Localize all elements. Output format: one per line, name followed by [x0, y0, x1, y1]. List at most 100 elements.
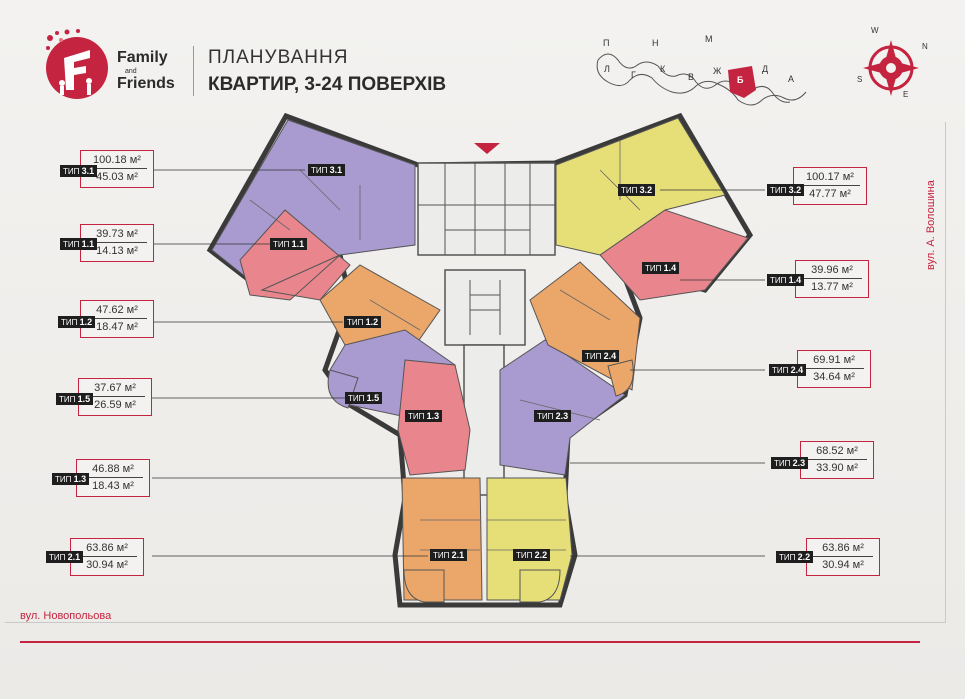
type-label: ТИП 2.1	[46, 551, 84, 563]
type-word: ТИП	[770, 276, 787, 285]
plan-type-number: 2.3	[555, 411, 569, 421]
total-area: 37.67 м²	[85, 382, 145, 397]
compass-letter: S	[857, 75, 862, 84]
living-area: 18.43 м²	[92, 480, 134, 492]
total-area: 63.86 м²	[77, 542, 137, 557]
plan-type-label: ТИП 1.2	[344, 316, 382, 328]
plan-type-word: ТИП	[621, 186, 638, 195]
plan-type-number: 3.2	[639, 185, 653, 195]
type-number: 2.1	[67, 552, 81, 562]
plan-type-label: ТИП 2.4	[582, 350, 620, 362]
type-word: ТИП	[774, 459, 791, 468]
compass-rose	[863, 40, 919, 96]
living-area: 14.13 м²	[96, 245, 138, 257]
type-number: 1.3	[73, 474, 87, 484]
section-letter: П	[603, 38, 609, 48]
street-name-bottom: вул. Новопольова	[20, 610, 112, 622]
plan-type-number: 2.2	[534, 550, 548, 560]
plan-type-word: ТИП	[347, 318, 364, 327]
leader-lines	[152, 169, 765, 557]
type-label: ТИП 3.1	[60, 165, 98, 177]
type-word: ТИП	[63, 167, 80, 176]
plan-type-number: 1.2	[365, 317, 379, 327]
area-box-type-2-2: 63.86 м² 30.94 м²	[806, 538, 880, 576]
bottom-accent-rule	[20, 641, 920, 643]
total-area: 100.18 м²	[87, 154, 147, 169]
total-area: 68.52 м²	[807, 445, 867, 460]
plan-type-label: ТИП 1.3	[405, 410, 443, 422]
plan-type-word: ТИП	[585, 352, 602, 361]
area-box-type-1-4: 39.96 м² 13.77 м²	[795, 260, 869, 298]
section-letter: В	[688, 72, 694, 82]
apartment-2-3-area	[499, 339, 626, 476]
plan-type-label: ТИП 3.1	[308, 164, 346, 176]
total-area: 63.86 м²	[813, 542, 873, 557]
type-word: ТИП	[770, 186, 787, 195]
plan-type-word: ТИП	[408, 412, 425, 421]
section-letter: К	[660, 64, 666, 74]
brand-line-3: Friends	[117, 75, 175, 92]
page-title-line-2: КВАРТИР, 3-24 ПОВЕРХІВ	[208, 74, 447, 95]
street-name-right: вул. А. Волошина	[925, 180, 937, 270]
total-area: 100.17 м²	[800, 171, 860, 186]
plan-type-label: ТИП 1.4	[642, 262, 680, 274]
type-word: ТИП	[59, 395, 76, 404]
type-word: ТИП	[772, 366, 789, 375]
section-letter: Б	[737, 75, 744, 85]
living-area: 47.77 м²	[809, 188, 851, 200]
total-area: 39.96 м²	[802, 264, 862, 279]
type-word: ТИП	[55, 475, 72, 484]
living-area: 13.77 м²	[811, 281, 853, 293]
section-letter: Л	[604, 64, 610, 74]
type-number: 1.2	[79, 317, 93, 327]
total-area: 39.73 м²	[87, 228, 147, 243]
type-word: ТИП	[779, 553, 796, 562]
section-letter: Ж	[713, 66, 722, 76]
core-walls	[418, 163, 555, 335]
plan-type-word: ТИП	[537, 412, 554, 421]
header-divider	[193, 46, 194, 96]
plan-type-number: 1.4	[663, 263, 677, 273]
area-box-type-1-3: 46.88 м² 18.43 м²	[76, 459, 150, 497]
area-box-type-1-2: 47.62 м² 18.47 м²	[80, 300, 154, 338]
brand-name: Family and Friends	[117, 50, 175, 92]
type-label: ТИП 1.2	[58, 316, 96, 328]
family-and-friends-logo	[46, 29, 108, 99]
type-number: 2.3	[792, 458, 806, 468]
type-number: 2.2	[797, 552, 811, 562]
plan-type-label: ТИП 1.5	[345, 392, 383, 404]
type-label: ТИП 1.4	[767, 274, 805, 286]
type-word: ТИП	[49, 553, 66, 562]
area-box-type-2-3: 68.52 м² 33.90 м²	[800, 441, 874, 479]
plan-type-label: ТИП 1.1	[270, 238, 308, 250]
living-area: 33.90 м²	[816, 462, 858, 474]
section-letter: Н	[652, 38, 659, 48]
living-area: 30.94 м²	[822, 559, 864, 571]
plan-type-word: ТИП	[273, 240, 290, 249]
plan-type-word: ТИП	[348, 394, 365, 403]
section-key-map	[596, 53, 807, 106]
compass-letter: E	[903, 90, 908, 99]
plan-type-word: ТИП	[645, 264, 662, 273]
section-letter: Г	[631, 70, 636, 80]
type-label: ТИП 1.1	[60, 238, 98, 250]
apartment-1-1-area	[239, 209, 351, 301]
compass-letter: W	[871, 26, 879, 35]
plan-type-number: 1.5	[366, 393, 380, 403]
living-area: 45.03 м²	[96, 171, 138, 183]
plan-type-word: ТИП	[311, 166, 328, 175]
plan-type-number: 3.1	[329, 165, 343, 175]
total-area: 47.62 м²	[87, 304, 147, 319]
area-box-type-1-5: 37.67 м² 26.59 м²	[78, 378, 152, 416]
type-word: ТИП	[61, 318, 78, 327]
active-section-marker	[728, 66, 756, 98]
plan-type-label: ТИП 2.2	[513, 549, 551, 561]
type-label: ТИП 2.2	[776, 551, 814, 563]
entrance-arrow	[474, 143, 500, 154]
living-area: 30.94 м²	[86, 559, 128, 571]
type-label: ТИП 3.2	[767, 184, 805, 196]
plan-type-number: 1.1	[291, 239, 305, 249]
section-letter: М	[705, 34, 713, 44]
plan-type-number: 1.3	[426, 411, 440, 421]
area-box-type-2-1: 63.86 м² 30.94 м²	[70, 538, 144, 576]
